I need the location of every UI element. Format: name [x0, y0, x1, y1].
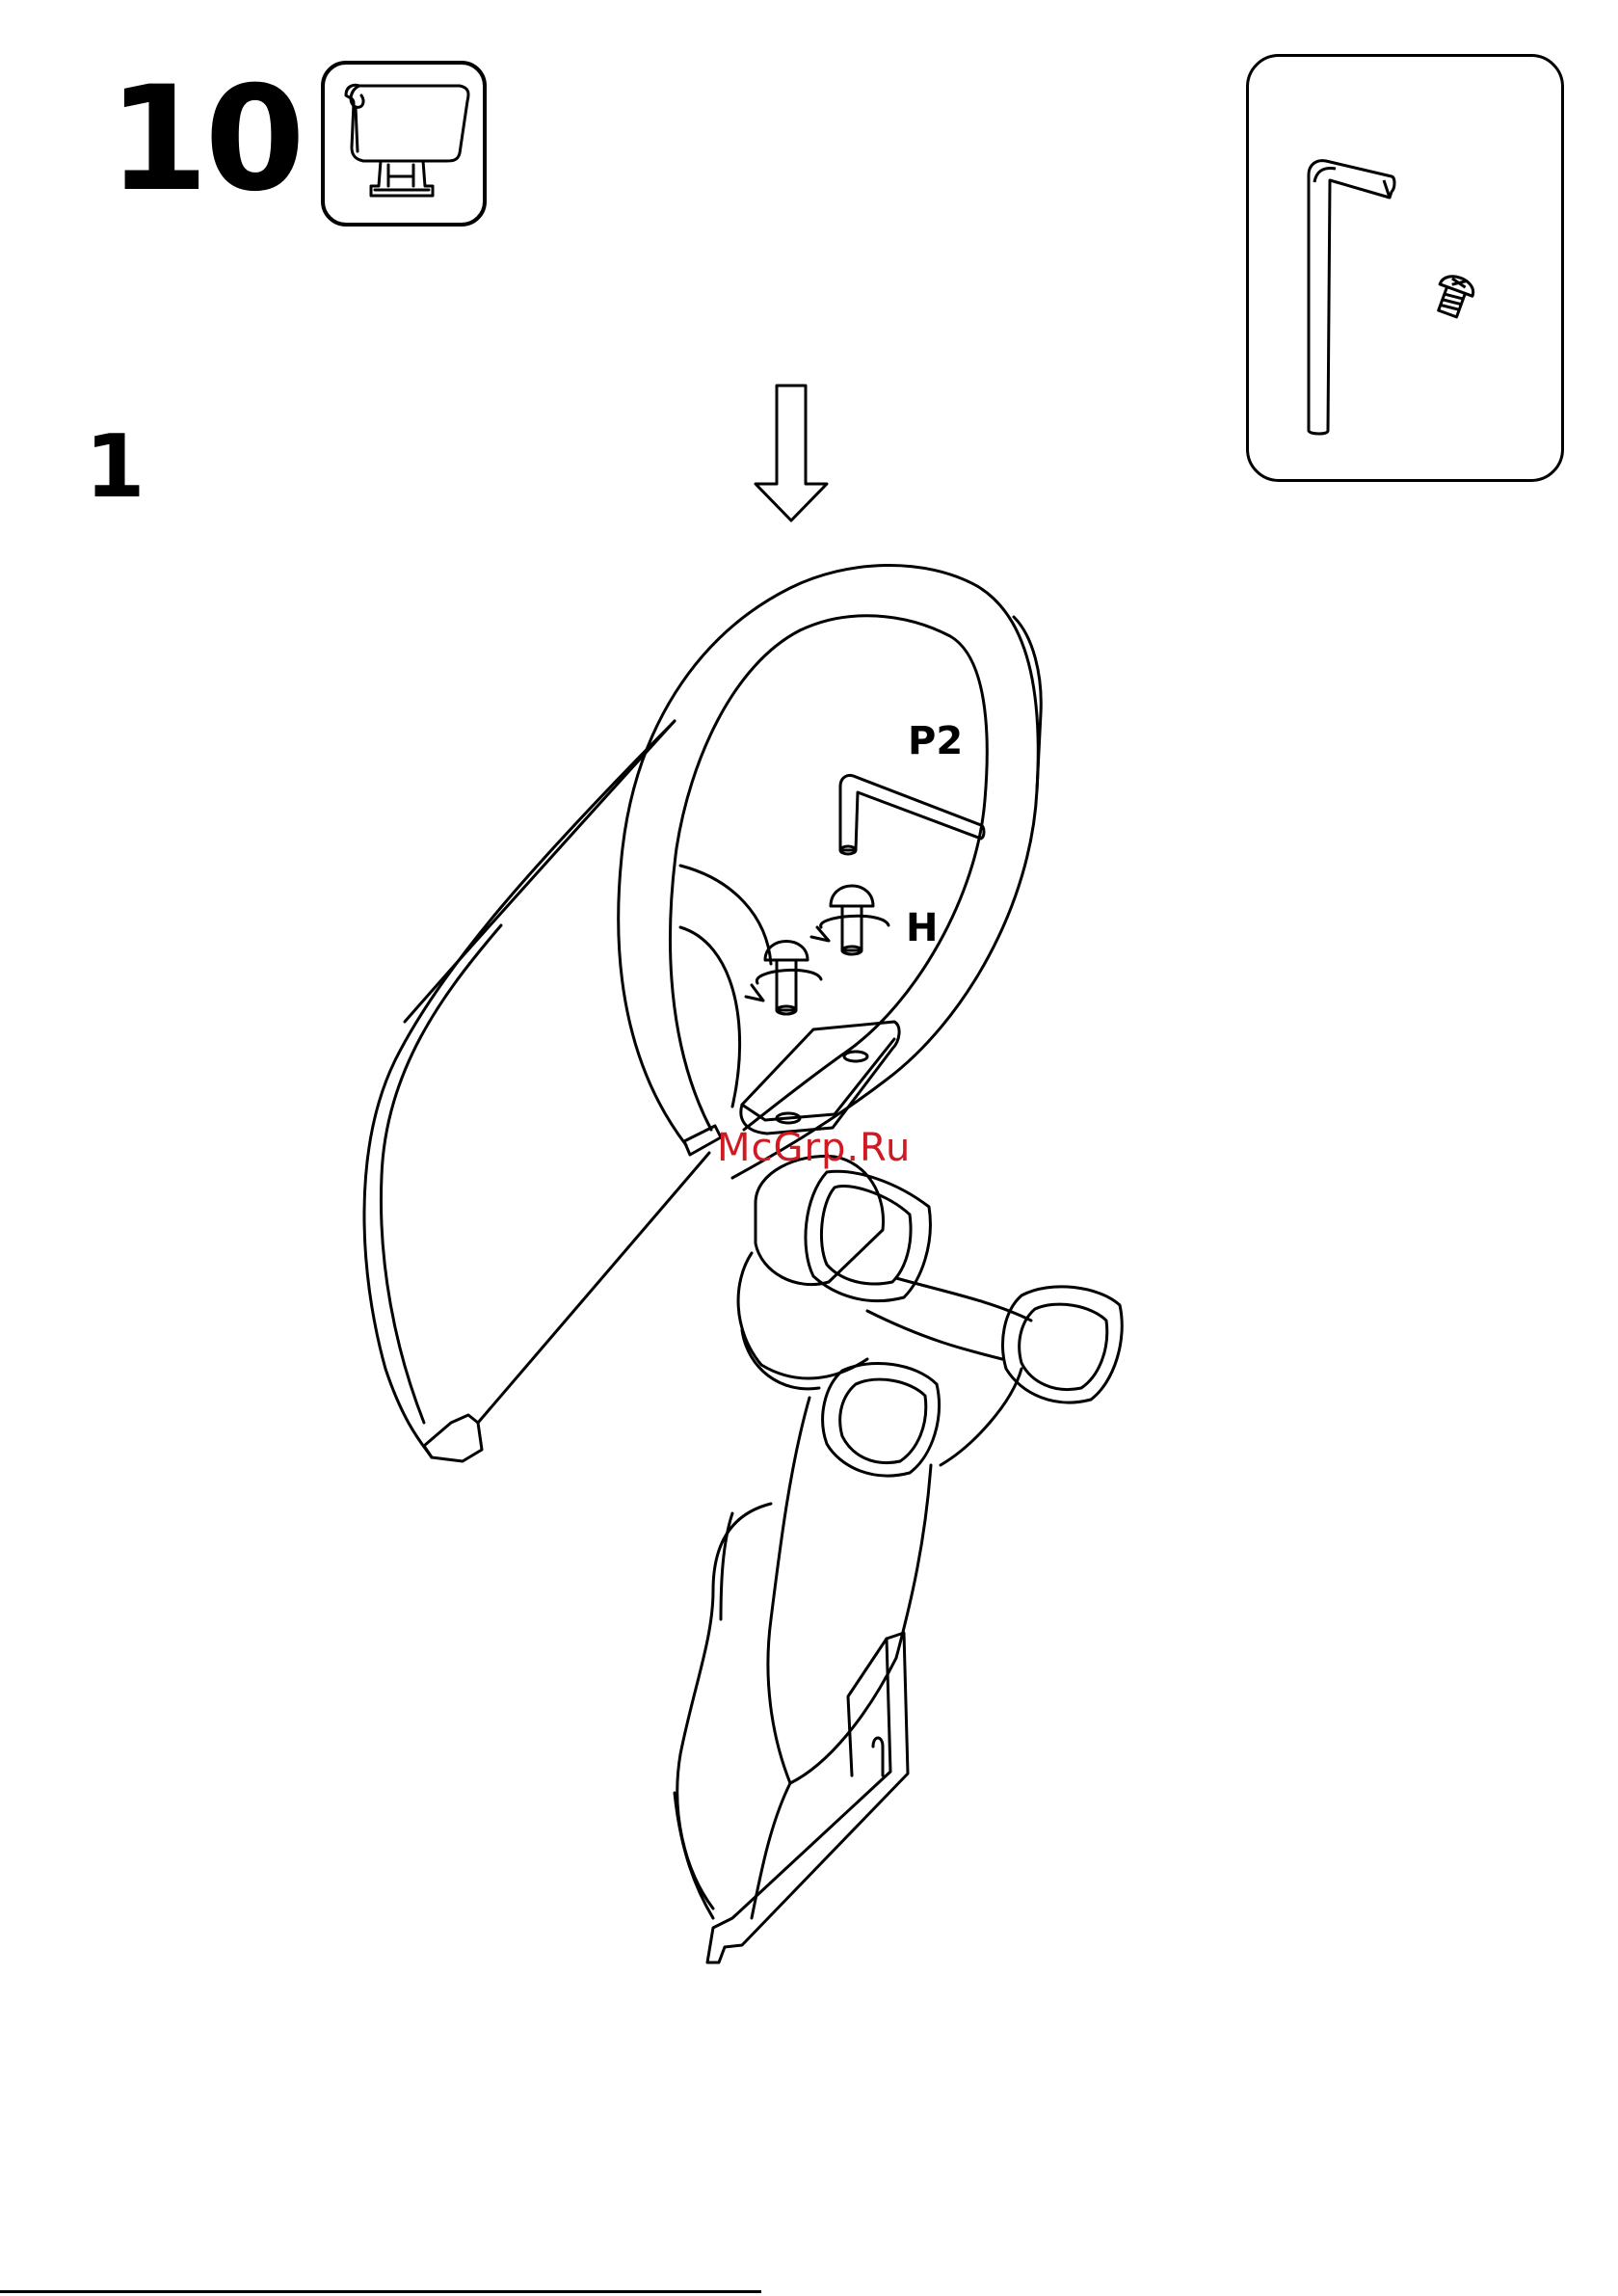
mounting-plate	[741, 1022, 899, 1134]
label-h: H	[906, 906, 938, 950]
screw-h-right	[811, 886, 889, 954]
screw-h-left	[746, 942, 821, 1015]
backrest-frame	[364, 565, 1041, 1461]
label-p2: P2	[908, 719, 963, 763]
footer-divider	[0, 2290, 761, 2293]
chair-mechanism	[675, 1156, 1122, 1962]
watermark: McGrp.Ru	[717, 1126, 911, 1170]
down-arrow-icon	[756, 386, 827, 521]
allen-key-p2	[840, 775, 984, 854]
